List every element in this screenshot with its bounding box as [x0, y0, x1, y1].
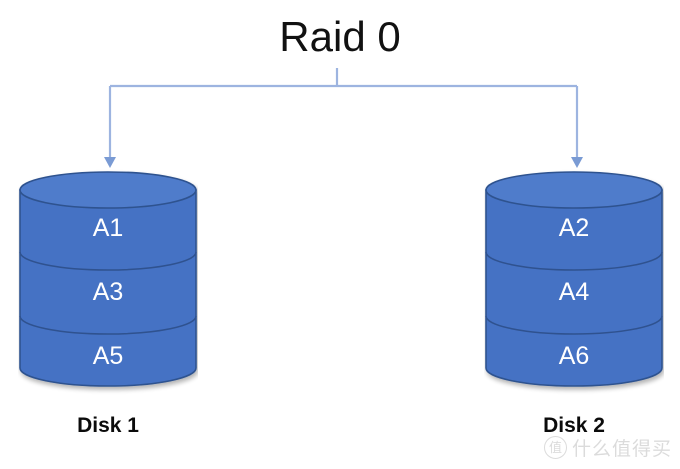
- disk-1-cylinder: [19, 171, 197, 387]
- disk-2-divider-1: [485, 251, 663, 271]
- disk-2[interactable]: A2 A4 A6 Disk 2: [484, 168, 664, 437]
- disk-1-caption: Disk 1: [77, 414, 139, 437]
- watermark-logo-icon: 值: [543, 436, 567, 459]
- watermark: 值 什么值得买: [543, 434, 672, 461]
- disk-2-caption: Disk 2: [543, 414, 605, 437]
- arrowhead-left-icon: [104, 157, 116, 168]
- disk-1[interactable]: A1 A3 A5 Disk 1: [18, 168, 198, 437]
- page-title: Raid 0: [279, 13, 401, 60]
- disk-1-divider-2: [19, 315, 197, 335]
- disk-2-cylinder: [485, 171, 663, 387]
- arrowhead-right-icon: [571, 157, 583, 168]
- watermark-text: 什么值得买: [571, 439, 672, 460]
- disk-2-divider-2: [485, 315, 663, 335]
- disk-1-divider-1: [19, 251, 197, 271]
